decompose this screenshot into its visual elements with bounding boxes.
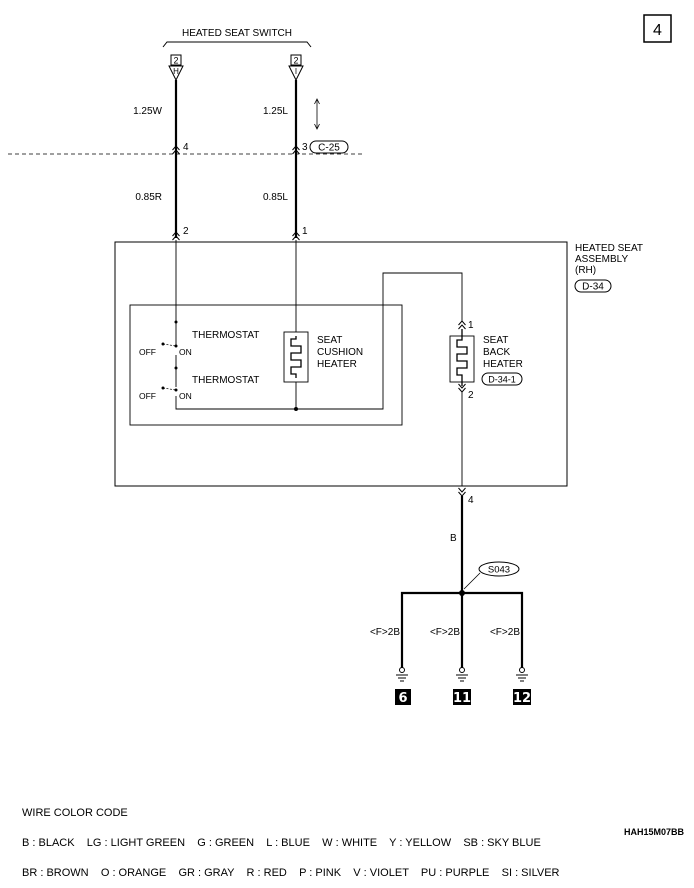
diagram-code: HAH15M07BB bbox=[623, 827, 684, 837]
assembly-chevron-right bbox=[292, 231, 300, 241]
seat-cushion-box bbox=[129, 304, 403, 426]
junction-pin-left: 4 bbox=[183, 142, 189, 153]
splice-badge bbox=[478, 561, 520, 577]
assembly-connector: D-34 bbox=[582, 282, 604, 293]
heated-seat-assembly-box bbox=[114, 241, 568, 487]
thermostat-upper-off: OFF bbox=[139, 347, 156, 357]
ground-wire-label-2: <F>2B bbox=[430, 627, 460, 638]
connector-box-right bbox=[290, 54, 302, 66]
ground-symbol-2 bbox=[456, 667, 468, 682]
legend-line1: B : BLACK LG : LIGHT GREEN G : GREEN L :… bbox=[22, 837, 541, 849]
assembly-pin-right: 1 bbox=[302, 226, 308, 237]
seat-cushion-heater-box bbox=[283, 331, 309, 383]
thermostat-lower-contact-on bbox=[174, 388, 178, 392]
internal-wire-to-back-heater bbox=[296, 272, 463, 410]
assembly-pin-left: 2 bbox=[183, 226, 189, 237]
junction-pin-right: 3 bbox=[302, 142, 308, 153]
thermostat-lower-dashed bbox=[162, 387, 177, 391]
back-heater-pin-top: 1 bbox=[468, 320, 474, 331]
back-heater-line3: HEATER bbox=[483, 359, 523, 370]
thermostat-lower-on: ON bbox=[179, 391, 192, 401]
ground-wire-label: B bbox=[450, 533, 457, 544]
ground-number-3: 12 bbox=[513, 691, 531, 706]
connector-letter-left: H bbox=[173, 67, 179, 76]
back-heater-chevron-top bbox=[458, 320, 466, 330]
assembly-connector-badge bbox=[574, 279, 612, 293]
ground-number-2: 11 bbox=[453, 691, 471, 706]
thermostat-upper-dashed bbox=[162, 343, 177, 347]
connector-num-right: 2 bbox=[293, 56, 298, 66]
assembly-exit-chevron bbox=[458, 487, 466, 497]
page-number-box bbox=[643, 14, 672, 43]
switch-bracket bbox=[162, 41, 312, 48]
wire-color-legend: WIRE COLOR CODE B : BLACK LG : LIGHT GRE… bbox=[22, 788, 560, 888]
back-heater-connector-badge bbox=[481, 372, 523, 386]
ground-badge-1 bbox=[395, 689, 411, 705]
cushion-heater-line3: HEATER bbox=[317, 359, 357, 370]
connector-letter-right: I bbox=[295, 67, 297, 76]
page-number: 4 bbox=[653, 22, 662, 39]
seat-cushion-heater-element bbox=[290, 336, 302, 378]
thermostat-lower-label: THERMOSTAT bbox=[192, 375, 259, 386]
cushion-heater-line1: SEAT bbox=[317, 335, 342, 346]
internal-wire-left-bottom bbox=[175, 396, 296, 410]
ground-wire-label-3: <F>2B bbox=[490, 627, 520, 638]
wire-label-upper-right: 1.25L bbox=[263, 106, 288, 117]
seat-back-heater-element bbox=[456, 329, 468, 386]
thermostat-upper-label: THERMOSTAT bbox=[192, 330, 259, 341]
wiring-diagram: 4 HEATED SEAT SWITCH 2 H 2 I 1.25W 1.25L… bbox=[8, 14, 672, 706]
ground-number-1: 6 bbox=[398, 691, 407, 706]
wire-label-lower-left: 0.85R bbox=[135, 192, 162, 203]
assembly-name-line2: ASSEMBLY bbox=[575, 254, 628, 265]
junction-connector-badge bbox=[309, 140, 349, 154]
thermostat-lower-contact bbox=[174, 366, 178, 370]
back-heater-line2: BACK bbox=[483, 347, 511, 358]
back-heater-connector: D-34-1 bbox=[488, 375, 516, 385]
splice-leader bbox=[463, 572, 481, 590]
ground-symbol-1 bbox=[396, 667, 408, 682]
assembly-chevron-left bbox=[172, 231, 180, 241]
assembly-name-line3: (RH) bbox=[575, 265, 596, 276]
ground-wire-label-1: <F>2B bbox=[370, 627, 400, 638]
back-heater-line1: SEAT bbox=[483, 335, 508, 346]
cushion-heater-line2: CUSHION bbox=[317, 347, 363, 358]
connector-box-left bbox=[170, 54, 182, 66]
wire-label-lower-right: 0.85L bbox=[263, 192, 288, 203]
ground-badge-2 bbox=[453, 689, 471, 705]
wire-label-upper-left: 1.25W bbox=[133, 106, 162, 117]
assembly-name-line1: HEATED SEAT bbox=[575, 243, 643, 254]
back-heater-pin-bottom: 2 bbox=[468, 390, 474, 401]
assembly-pin-bottom: 4 bbox=[468, 495, 474, 506]
thermostat-lower-off: OFF bbox=[139, 391, 156, 401]
ground-badge-3 bbox=[513, 689, 531, 705]
legend-line2: BR : BROWN O : ORANGE GR : GRAY R : RED … bbox=[22, 867, 560, 879]
connector-triangle-left bbox=[168, 65, 184, 82]
thermostat-upper-on: ON bbox=[179, 347, 192, 357]
ground-symbol-3 bbox=[516, 667, 528, 682]
splice-label: S043 bbox=[488, 565, 510, 576]
junction-chevron-right bbox=[292, 145, 300, 155]
dimension-arrow-heads bbox=[314, 98, 320, 130]
switch-title: HEATED SEAT SWITCH bbox=[182, 28, 292, 39]
connector-num-left: 2 bbox=[173, 56, 178, 66]
connector-triangle-right bbox=[288, 65, 304, 82]
junction-connector: C-25 bbox=[318, 143, 340, 154]
thermostat-upper-contact bbox=[174, 320, 178, 324]
legend-title: WIRE COLOR CODE bbox=[22, 807, 128, 819]
junction-chevron-left bbox=[172, 145, 180, 155]
